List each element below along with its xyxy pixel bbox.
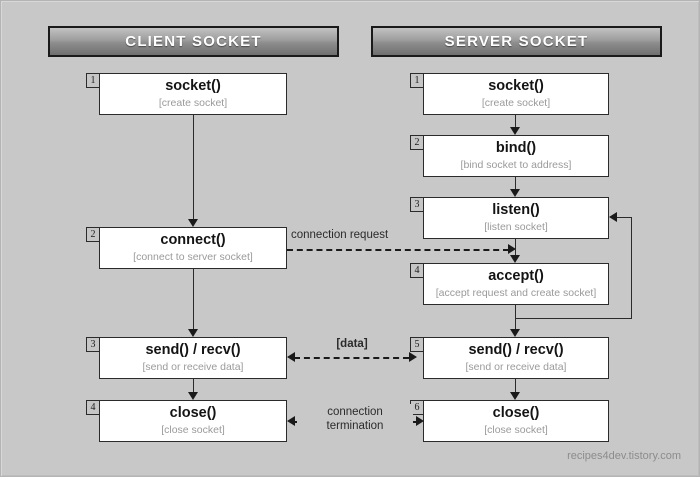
client-step-1-badge: 1 [86,73,100,88]
client-step-2-badge: 2 [86,227,100,242]
arrowhead-data-client [287,352,295,362]
server-step-4-subtitle: [accept request and create socket] [435,286,597,299]
server-step-3-title: listen() [492,201,540,218]
server-step-5-subtitle: [send or receive data] [465,360,567,373]
edge-data-line [294,357,409,359]
connector-client-connect-to-send [193,269,194,329]
server-step-4-badge: 4 [410,263,424,278]
server-column-banner: SERVER SOCKET [371,26,662,57]
arrowhead-server-bind [510,127,520,135]
server-step-6-subtitle: [close socket] [484,423,548,436]
client-step-1-title: socket() [165,77,221,94]
server-step-2-badge: 2 [410,135,424,150]
arrowhead-server-send [510,329,520,337]
server-step-6-title: close() [492,404,540,421]
client-step-3-badge: 3 [86,337,100,352]
client-step-send-recv[interactable]: 3 send() / recv() [send or receive data] [86,337,287,379]
arrowhead-loopback-listen [609,212,617,222]
arrowhead-client-connect [188,219,198,227]
client-step-2-subtitle: [connect to server socket] [133,250,253,263]
connector-client-send-to-close [193,379,194,392]
server-step-bind[interactable]: 2 bind() [bind socket to address] [410,135,609,177]
server-banner-label: SERVER SOCKET [444,33,589,50]
server-step-send-recv[interactable]: 5 send() / recv() [send or receive data] [410,337,609,379]
arrowhead-server-listen [510,189,520,197]
arrowhead-client-send [188,329,198,337]
connector-client-socket-to-connect [193,115,194,219]
client-banner-label: CLIENT SOCKET [125,33,262,50]
server-step-accept[interactable]: 4 accept() [accept request and create so… [410,263,609,305]
connector-server-send-to-close [515,379,516,392]
client-step-4-subtitle: [close socket] [161,423,225,436]
client-step-4-badge: 4 [86,400,100,415]
server-step-5-title: send() / recv() [468,341,564,358]
server-step-close[interactable]: 6 close() [close socket] [410,400,609,442]
edge-connection-termination-label: connection termination [297,404,413,435]
watermark-text: recipes4dev.tistory.com [567,450,681,462]
server-step-listen[interactable]: 3 listen() [listen socket] [410,197,609,239]
server-step-1-badge: 1 [410,73,424,88]
server-step-2-subtitle: [bind socket to address] [460,158,572,171]
server-step-2-title: bind() [495,139,537,156]
connector-server-bind-to-listen [515,177,516,189]
server-step-1-subtitle: [create socket] [481,96,551,109]
client-step-connect[interactable]: 2 connect() [connect to server socket] [86,227,287,269]
connector-server-accept-to-send [515,305,516,329]
server-step-socket[interactable]: 1 socket() [create socket] [410,73,609,115]
loopback-bottom-segment [515,318,632,319]
connector-server-socket-to-bind [515,115,516,127]
client-step-3-title: send() / recv() [145,341,241,358]
arrowhead-termination-client [287,416,295,426]
server-step-1-title: socket() [488,77,544,94]
arrowhead-server-close [510,392,520,400]
arrowhead-server-accept [510,255,520,263]
arrowhead-termination-server [416,416,424,426]
client-step-1-subtitle: [create socket] [158,96,228,109]
client-step-3-subtitle: [send or receive data] [142,360,244,373]
client-step-2-title: connect() [160,231,226,248]
edge-data-label: [data] [336,338,368,350]
client-step-close[interactable]: 4 close() [close socket] [86,400,287,442]
arrowhead-connection-request [508,244,516,254]
server-step-3-subtitle: [listen socket] [484,220,548,233]
client-step-4-title: close() [169,404,217,421]
loopback-top-segment [617,217,632,218]
server-step-5-badge: 5 [410,337,424,352]
arrowhead-client-close [188,392,198,400]
server-step-4-title: accept() [488,267,544,284]
edge-connection-request-label: connection request [291,229,389,241]
server-step-3-badge: 3 [410,197,424,212]
loopback-right-segment [631,217,632,319]
arrowhead-data-server [409,352,417,362]
server-step-6-badge: 6 [410,400,424,415]
client-column-banner: CLIENT SOCKET [48,26,339,57]
edge-connection-request-line [287,249,509,251]
client-step-socket[interactable]: 1 socket() [create socket] [86,73,287,115]
